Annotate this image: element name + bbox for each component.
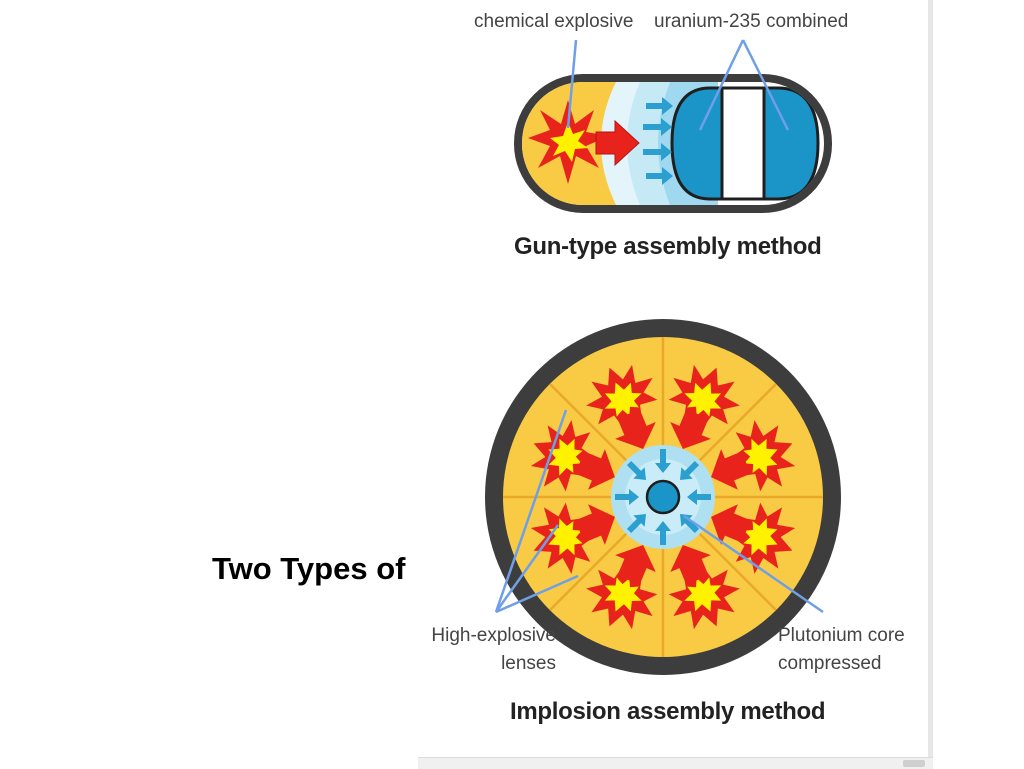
label-core-line1: Plutonium core xyxy=(778,625,905,646)
plutonium-core xyxy=(645,479,681,515)
scrollbar-thumb[interactable] xyxy=(903,760,925,767)
slide-title: Two Types of xyxy=(212,551,406,586)
diagram-graphic xyxy=(485,39,841,675)
nuclear-assembly-diagram: chemical explosive uranium-235 combined … xyxy=(418,0,933,768)
uranium-projectile xyxy=(670,86,724,201)
gun-type-device xyxy=(514,39,832,213)
label-core-line2: compressed xyxy=(778,652,882,674)
label-lenses-line1: High-explosive xyxy=(431,625,556,646)
label-lenses-line2: lenses xyxy=(501,652,556,674)
label-high-explosive-lenses: High-explosive lenses xyxy=(428,622,556,677)
uranium-target xyxy=(762,86,820,201)
label-chemical-explosive: chemical explosive xyxy=(474,11,634,32)
implosion-device xyxy=(485,319,841,675)
caption-implosion: Implosion assembly method xyxy=(510,698,826,725)
blast-arrow xyxy=(595,119,640,167)
caption-gun-type: Gun-type assembly method xyxy=(514,233,822,260)
label-plutonium-core: Plutonium core compressed xyxy=(778,622,905,677)
horizontal-scrollbar[interactable] xyxy=(418,757,933,769)
label-uranium-235: uranium-235 combined xyxy=(654,11,849,32)
